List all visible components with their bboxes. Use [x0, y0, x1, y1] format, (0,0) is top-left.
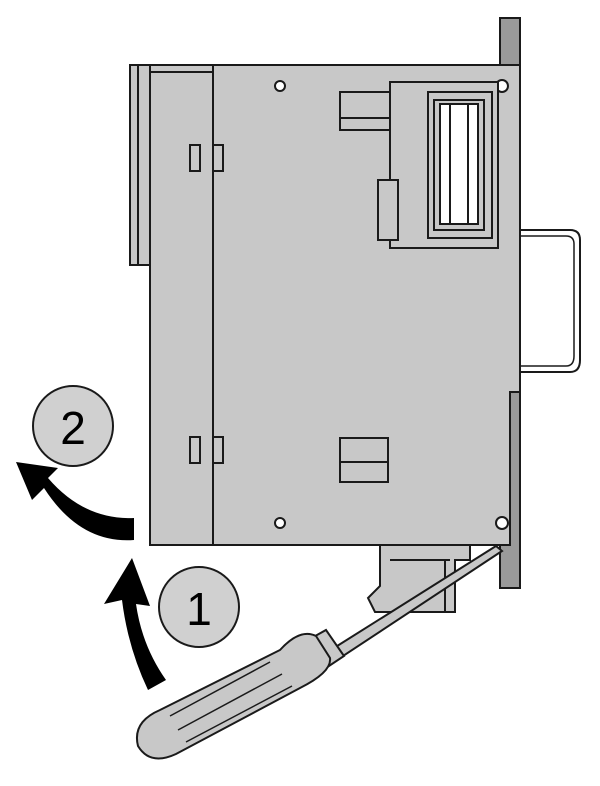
module-body: [129, 64, 521, 546]
screwdriver-icon: [136, 544, 504, 760]
step-1-label: 1: [186, 583, 212, 635]
bottom-latch: [366, 544, 471, 613]
curved-arrow-left-icon: [16, 462, 134, 541]
curved-arrow-up-icon: [104, 558, 166, 690]
step-2-marker: 2: [32, 385, 114, 467]
step-2-label: 2: [60, 402, 86, 454]
step-1-marker: 1: [158, 566, 240, 648]
